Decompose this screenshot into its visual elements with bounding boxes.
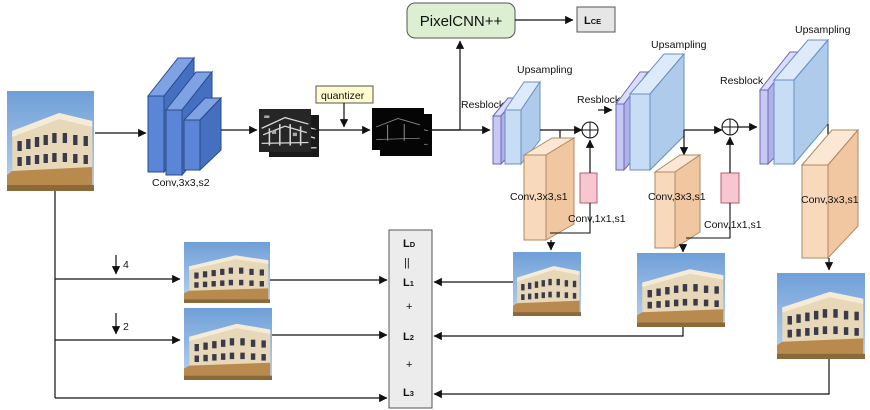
quantizer-label: quantizer — [321, 90, 365, 102]
conv-label-2: Conv,3x3,s1 — [648, 191, 706, 203]
upsampling-label-1: Upsampling — [517, 64, 573, 76]
conv1x1-label-2: Conv,1x1,s1 — [704, 219, 762, 231]
upsampling-label-2: Upsampling — [651, 39, 707, 51]
conv-block-1 — [522, 137, 576, 241]
output-image-2 — [637, 253, 725, 327]
add-node-2 — [721, 118, 739, 136]
loss-plus-2: + — [406, 359, 412, 371]
upsampling-block-3 — [772, 38, 830, 166]
arrow-out3-to-l3 — [433, 359, 830, 399]
output-image-3 — [777, 273, 865, 359]
lce-box — [576, 6, 616, 33]
resblock-label-2: Resblock — [577, 94, 621, 106]
upsampling-block-1 — [504, 80, 541, 166]
conv1x1-label-1: Conv,1x1,s1 — [568, 213, 626, 225]
loss-plus-1: + — [406, 301, 412, 313]
conv-label-3: Conv,3x3,s1 — [801, 194, 859, 206]
upsampling-block-2 — [628, 52, 686, 172]
down4-label: 4 — [123, 259, 129, 271]
output-image-1 — [513, 252, 581, 316]
resblock-label-3: Resblock — [720, 75, 764, 87]
loss-box — [388, 229, 433, 409]
encoder-conv-blocks — [146, 56, 223, 177]
conv-block-3 — [800, 128, 860, 260]
encoder-label: Conv,3x3,s2 — [152, 177, 210, 189]
add-node-1 — [581, 121, 599, 139]
loss-l2: L2 — [403, 331, 414, 343]
loss-l3: L3 — [403, 387, 414, 399]
conv-label-1: Conv,3x3,s1 — [510, 191, 568, 203]
resblock-label-1: Resblock — [461, 99, 505, 111]
conv1x1-block-2 — [720, 172, 740, 204]
loss-equals: || — [404, 257, 410, 269]
upsampling-label-3: Upsampling — [795, 24, 851, 36]
downsampled-image-x2 — [184, 308, 272, 380]
arrow-conv2-to-1x1 — [686, 203, 731, 239]
loss-l1: L1 — [403, 277, 414, 289]
downsampled-image-x4 — [184, 242, 270, 303]
arrow-conv1-to-1x1 — [550, 203, 591, 234]
lce-label: LCE — [584, 15, 601, 27]
arrow-out2-to-l2 — [433, 327, 684, 341]
latent-feature-maps — [259, 109, 319, 157]
quantized-feature-maps — [372, 108, 432, 156]
down2-label: 2 — [123, 321, 129, 333]
conv-block-2 — [653, 154, 702, 249]
conv1x1-block-1 — [579, 172, 598, 204]
pixelcnn-label: PixelCNN++ — [420, 13, 503, 30]
loss-ld: LD — [403, 238, 416, 250]
input-image — [7, 91, 94, 191]
